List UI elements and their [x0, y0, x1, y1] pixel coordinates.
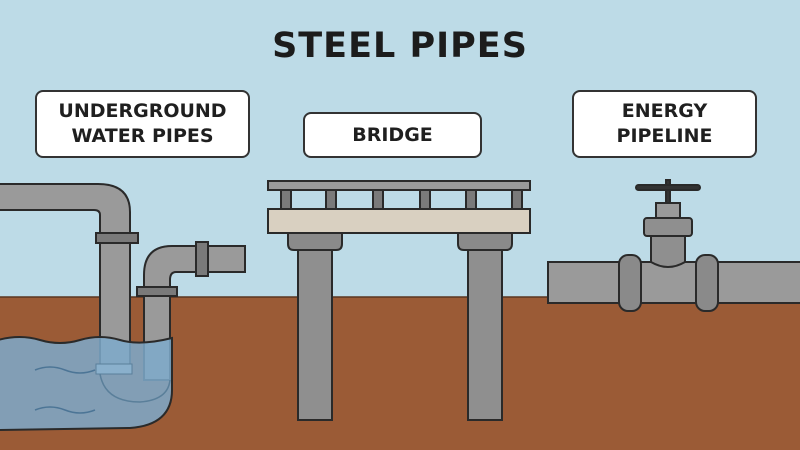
energy-pipeline — [547, 179, 800, 312]
label-energy-pipeline: ENERGY PIPELINE — [572, 90, 757, 158]
label-line: WATER PIPES — [71, 125, 214, 147]
label-bridge: BRIDGE — [303, 112, 482, 158]
label-line: ENERGY — [621, 100, 708, 122]
flange — [695, 254, 719, 312]
flange — [618, 254, 642, 312]
label-line: UNDERGROUND — [58, 100, 227, 122]
pipe-collar — [95, 232, 139, 244]
water-pool — [0, 336, 173, 431]
label-underground-water-pipes: UNDERGROUND WATER PIPES — [35, 90, 250, 158]
bridge — [267, 180, 531, 421]
page-title: STEEL PIPES — [272, 26, 528, 66]
label-line: PIPELINE — [616, 125, 713, 147]
label-line: BRIDGE — [352, 123, 433, 146]
pipe-collar — [136, 286, 178, 297]
pipe-collar — [195, 241, 209, 277]
